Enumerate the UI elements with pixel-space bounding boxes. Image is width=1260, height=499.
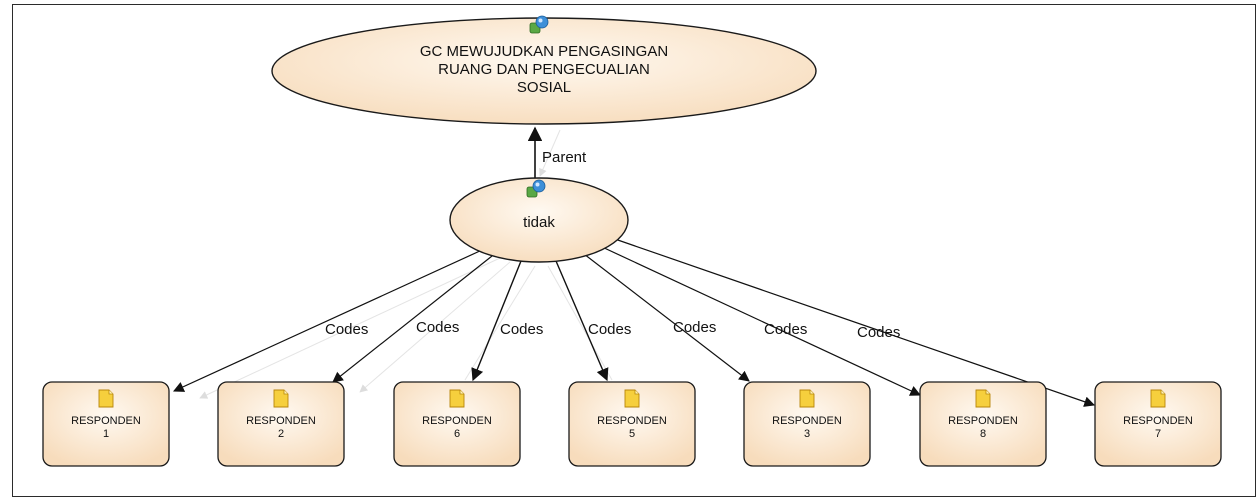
child-label-line2: 6 [454, 428, 460, 440]
code-edge-label: Codes [588, 321, 631, 338]
code-edge-7[interactable]: Codes [611, 237, 1096, 407]
child-label-line1: RESPONDEN [948, 415, 1018, 427]
document-icon [98, 389, 114, 408]
faint-edges [199, 129, 613, 399]
child-label-line2: 5 [629, 428, 635, 440]
child-node-3[interactable]: RESPONDEN 6 [393, 381, 521, 467]
document-icon [273, 389, 289, 408]
root-line-2: RUANG DAN PENGECUALIAN [438, 61, 650, 78]
node-group-icon [529, 15, 549, 34]
code-edge-label: Codes [673, 319, 716, 336]
middle-node[interactable]: tidak [449, 177, 629, 263]
code-edge-4[interactable]: Codes [555, 260, 631, 382]
child-label-line2: 3 [804, 428, 810, 440]
code-edge-label: Codes [325, 321, 368, 338]
code-edge-label: Codes [764, 321, 807, 338]
document-icon [449, 389, 465, 408]
child-node-6[interactable]: RESPONDEN 8 [919, 381, 1047, 467]
child-label-line1: RESPONDEN [772, 415, 842, 427]
root-line-3: SOSIAL [517, 79, 571, 96]
child-label-line2: 1 [103, 428, 109, 440]
code-edge-2[interactable]: Codes [332, 255, 493, 383]
code-edge-3[interactable]: Codes [471, 260, 543, 382]
root-node[interactable]: GC MEWUJUDKAN PENGASINGAN RUANG DAN PENG… [271, 15, 817, 125]
code-edge-label: Codes [500, 321, 543, 338]
node-group-icon [526, 179, 546, 198]
parent-edge-label: Parent [542, 149, 587, 166]
middle-label: tidak [523, 214, 555, 231]
code-edge-label: Codes [416, 319, 459, 336]
document-icon [975, 389, 991, 408]
child-node-2[interactable]: RESPONDEN 2 [217, 381, 345, 467]
child-label-line2: 2 [278, 428, 284, 440]
document-icon [624, 389, 640, 408]
code-edge-5[interactable]: Codes [583, 253, 750, 382]
child-label-line2: 8 [980, 428, 986, 440]
child-node-7[interactable]: RESPONDEN 7 [1094, 381, 1222, 467]
code-edge-label: Codes [857, 324, 900, 341]
child-label-line1: RESPONDEN [422, 415, 492, 427]
document-icon [1150, 389, 1166, 408]
child-label-line1: RESPONDEN [597, 415, 667, 427]
code-edge-6[interactable]: Codes [599, 245, 921, 396]
child-label-line2: 7 [1155, 428, 1161, 440]
child-label-line1: RESPONDEN [246, 415, 316, 427]
document-icon [799, 389, 815, 408]
child-node-4[interactable]: RESPONDEN 5 [568, 381, 696, 467]
code-edge-1[interactable]: Codes [173, 249, 483, 392]
parent-edge[interactable]: Parent [527, 126, 587, 178]
root-line-1: GC MEWUJUDKAN PENGASINGAN [420, 43, 668, 60]
child-label-line1: RESPONDEN [71, 415, 141, 427]
child-node-5[interactable]: RESPONDEN 3 [743, 381, 871, 467]
child-label-line1: RESPONDEN [1123, 415, 1193, 427]
child-node-1[interactable]: RESPONDEN 1 [42, 381, 170, 467]
